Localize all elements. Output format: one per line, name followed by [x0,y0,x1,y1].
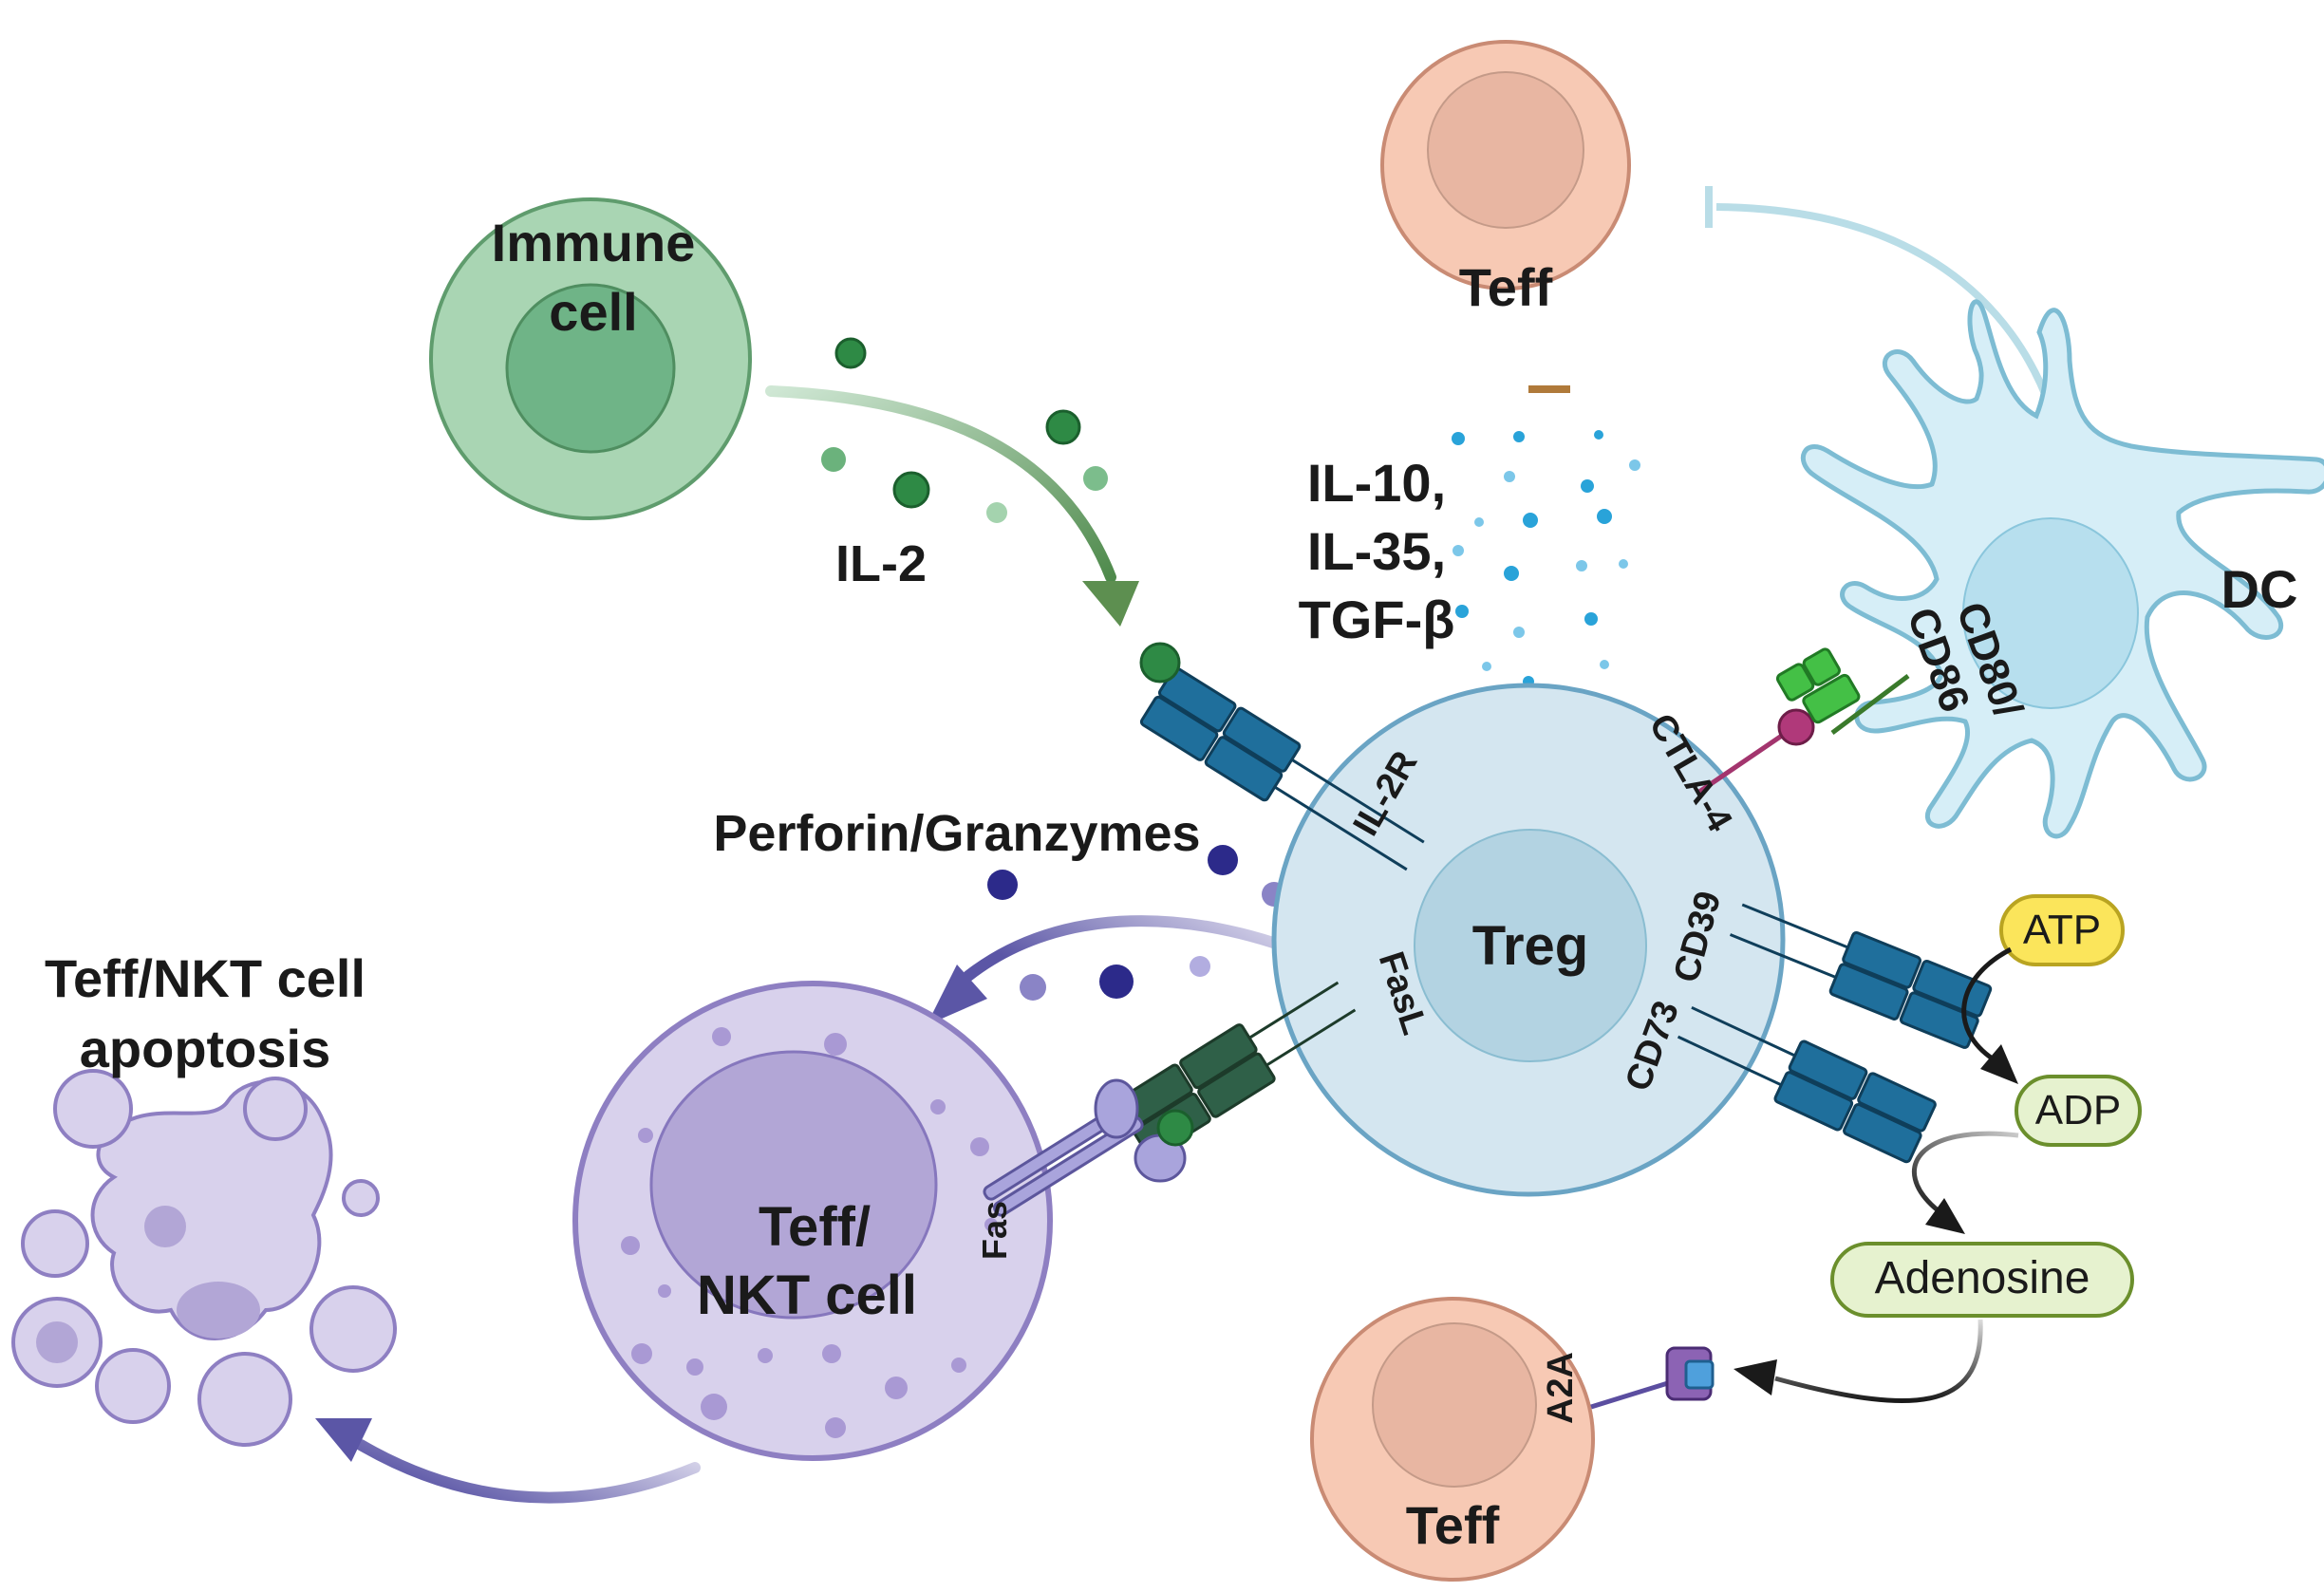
cytokines-label-line3: TGF-β [1299,590,1455,649]
immune-cell: Immune cell [429,197,752,520]
teff-nkt-label-line2: NKT cell [697,1264,917,1326]
immune-cell-label-line2: cell [549,282,637,342]
a2a-receptor: A2A [1541,1346,1715,1424]
dc-label: DC [2221,559,2298,619]
treg-cell: Treg [1271,683,1786,1197]
apoptotic-cell [11,1069,397,1447]
adenosine-to-a2a-arrow [1734,1319,1983,1403]
perforin-arrow [927,915,1308,1025]
teff-nkt-cell: Teff/ NKT cell [572,981,1053,1461]
apoptosis-arrow [315,1418,701,1504]
cd80-ligand [1775,647,1910,735]
adenosine-label: Adenosine [1875,1253,2090,1303]
teff-nkt-label-line1: Teff/ [759,1196,871,1258]
teff-bottom-label: Teff [1406,1495,1500,1555]
dc-inhibition-line [1705,186,2054,410]
apoptosis-label: Teff/NKT cell apoptosis [45,948,365,1078]
apoptosis-label-line1: Teff/NKT cell [45,948,365,1008]
apoptosis-label-line2: apoptosis [80,1019,330,1078]
teff-bottom-cell: Teff [1310,1297,1595,1582]
cytokines-label-line1: IL-10, [1307,453,1446,513]
treg-label: Treg [1472,915,1589,977]
perforin-label: Perforin/Granzymes [713,805,1200,862]
atp-to-adp-arrow [1961,946,2018,1084]
cytokines-label: IL-10, IL-35, TGF-β [1299,453,1455,649]
teff-top-cell: Teff [1380,40,1631,317]
adp-to-adenosine-arrow [1911,1131,2019,1234]
adp-label: ADP [2035,1087,2121,1133]
il2-molecules [821,337,1108,523]
adenosine-pill: Adenosine [1830,1242,2134,1318]
cytokines-label-line2: IL-35, [1307,521,1446,581]
teff-top-label: Teff [1459,257,1553,317]
immune-cell-label-line1: Immune [492,213,696,272]
dendritic-cell: DC CD80/ CD86 [1800,299,2324,839]
fas-receptor: Fas [975,1078,1194,1260]
il2-arrow [765,385,1139,627]
il2-label: IL-2 [835,535,927,592]
a2a-label: A2A [1541,1352,1581,1424]
atp-pill: ATP [1999,894,2125,966]
adp-pill: ADP [2015,1075,2142,1147]
fas-label: Fas [975,1201,1014,1260]
atp-label: ATP [2023,907,2101,953]
cytokine-inhibition-line [1528,385,1570,672]
